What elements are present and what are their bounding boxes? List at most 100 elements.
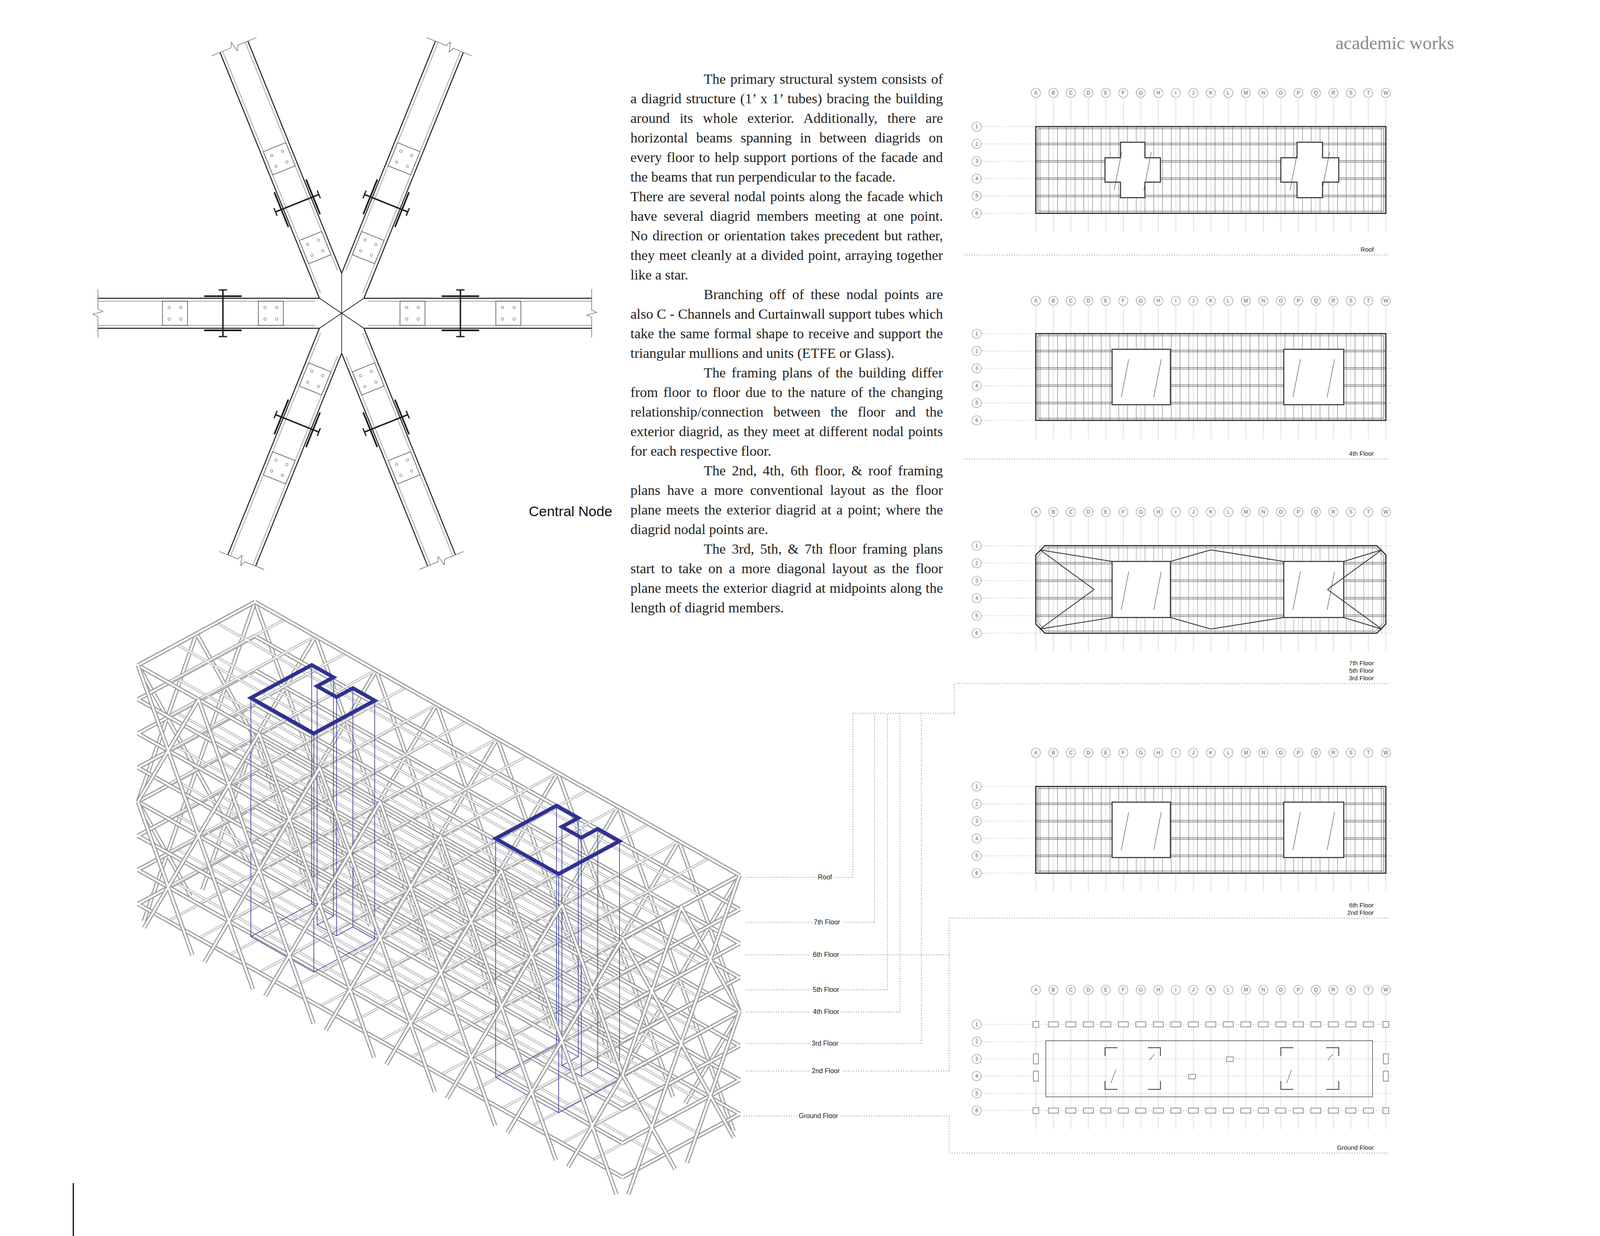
tube-wall (245, 42, 338, 271)
joist (1153, 126, 1155, 214)
grid-label: H (1156, 297, 1161, 304)
grid-line (1228, 517, 1229, 653)
grid-bubble (972, 1106, 982, 1116)
grid-bubble (1328, 507, 1338, 517)
base-plate (400, 301, 425, 326)
grid-bubble (1363, 748, 1373, 758)
joist (1048, 126, 1050, 214)
joist (1145, 786, 1146, 874)
grid-line (981, 143, 1392, 145)
joist (1118, 126, 1120, 214)
joist (1381, 545, 1382, 634)
grid-line (1175, 305, 1177, 440)
joist (1215, 126, 1216, 214)
joist (1048, 333, 1050, 421)
bolt (263, 317, 267, 321)
grid-bubble (972, 611, 982, 621)
grid-label: 6 (975, 210, 979, 217)
leader-line (745, 1011, 900, 1013)
leader-line (887, 713, 888, 990)
grid-bubble (1258, 88, 1268, 98)
tube-edge (363, 52, 464, 299)
grid-bubble (972, 868, 982, 878)
grid-label: H (1156, 90, 1161, 96)
tube-wall (345, 42, 438, 271)
grid-label: A (1034, 987, 1038, 993)
grid-label: K (1209, 750, 1213, 756)
base-plate (299, 231, 331, 264)
plan-title: 7th Floor (1347, 659, 1375, 668)
joist (1040, 126, 1041, 214)
column-box (1065, 1108, 1076, 1114)
grid-label: G (1138, 987, 1143, 993)
grid-bubble (972, 122, 982, 132)
grid-line (981, 803, 1392, 805)
core-opening (1283, 561, 1344, 618)
joist (1075, 545, 1076, 634)
side-plate (204, 295, 242, 298)
grid-line (1123, 305, 1124, 440)
grid-line (981, 873, 1392, 874)
grid-line (1140, 305, 1142, 440)
grid-line (981, 615, 1392, 617)
leader-line (852, 712, 955, 714)
tube-wall (345, 356, 431, 566)
grid-line (981, 786, 1392, 788)
grid-line (1193, 305, 1194, 440)
column-box (1363, 1022, 1374, 1028)
joist (1258, 786, 1260, 874)
grid-label: T (1366, 509, 1370, 515)
bolt (363, 238, 367, 242)
joist (1381, 333, 1382, 421)
column-box (1240, 1022, 1251, 1028)
joist (1363, 545, 1365, 634)
grid-label: P (1296, 90, 1300, 96)
grid-line (1158, 995, 1159, 1130)
grid-bubble (1223, 88, 1233, 98)
splice-flange (317, 190, 321, 199)
joist (1381, 786, 1382, 874)
stair-mark (1292, 359, 1301, 398)
core-edge (597, 829, 599, 1068)
grid-line (981, 1041, 1392, 1043)
grid-line (1280, 97, 1282, 233)
grid-bubble (1241, 296, 1251, 306)
grid-bubble (1101, 296, 1111, 306)
side-plate (363, 412, 378, 448)
bolt (274, 459, 278, 462)
tube-edge (341, 41, 436, 274)
grid-line (1088, 97, 1089, 233)
splice-flange (406, 410, 410, 419)
grid-bubble (1241, 88, 1251, 98)
grid-bubble (972, 834, 982, 844)
side-plate (274, 192, 289, 227)
break-line (211, 37, 257, 57)
grid-bubble (1346, 296, 1356, 306)
core-opening (1112, 802, 1171, 858)
bolt (281, 474, 284, 477)
bolt (270, 470, 273, 473)
base-plate (299, 362, 331, 395)
base-plate (162, 301, 188, 326)
grid-label: R (1331, 987, 1336, 993)
level-label: 3rd Floor (810, 1039, 840, 1048)
grid-label: C (1069, 750, 1073, 756)
beam (1035, 822, 1386, 823)
joist (1346, 545, 1347, 634)
bolt (317, 238, 320, 242)
grid-bubble (1223, 296, 1233, 306)
core-base (495, 1044, 620, 1113)
joist (1337, 786, 1338, 874)
grid-line (1123, 757, 1124, 893)
grid-label: L (1227, 987, 1230, 993)
body-paragraph: The 3rd, 5th, & 7th floor framing plans … (630, 539, 943, 618)
grid-label: O (1278, 90, 1283, 96)
grid-label: A (1034, 90, 1038, 96)
grid-label: E (1104, 987, 1108, 993)
joist (1328, 126, 1330, 214)
joist (1145, 545, 1146, 634)
joist (1145, 333, 1146, 421)
grid-label: 1 (975, 330, 979, 337)
grid-line (1263, 97, 1264, 233)
